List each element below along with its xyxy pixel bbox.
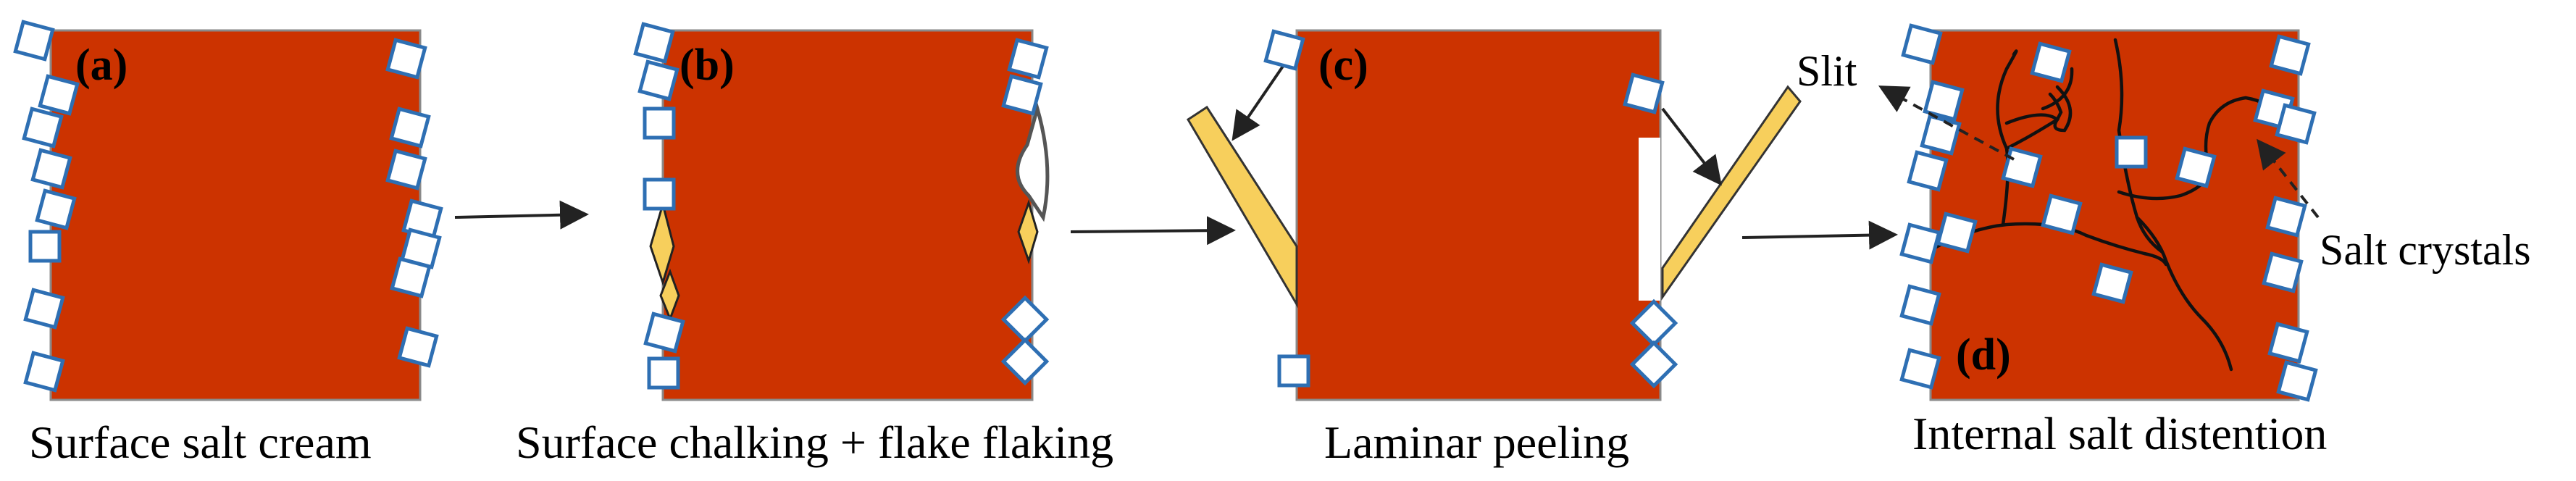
salt-crystal [390,256,432,298]
salt-crystal [2091,262,2133,304]
panel-c: (c) Laminar peeling [1186,29,1802,468]
peeled-lamina-right [1661,85,1802,301]
salt-crystal [1899,284,1941,326]
flake [1017,199,1039,264]
internal-cracks [1928,38,2284,372]
salt-crystal [385,149,427,191]
salt-crystal [1000,295,1050,344]
salt-crystal [643,177,676,211]
salt-crystal [2267,322,2309,364]
salt-crystals [1263,29,1678,389]
panel-label-b: (b) [679,41,735,90]
caption-d: Internal salt distention [1912,408,2327,459]
salt-crystals [13,20,443,393]
peeled-lamina-left [1186,105,1298,309]
panel-b: (b) Surface chalking + flake flaking [516,22,1113,468]
stone-block [49,29,422,401]
salt-crystals [633,22,1050,390]
flake [649,200,675,286]
process-arrow [1741,220,1898,250]
peeling-arrow [1661,107,1722,186]
salt-crystal [28,230,62,263]
caption-c: Laminar peeling [1324,417,1629,468]
salt-crystal [389,106,431,149]
salt-crystal [1923,80,1965,122]
salt-crystal [1907,150,1949,192]
salt-crystal [637,59,679,101]
crack [2041,67,2074,111]
salt-crystal [2041,193,2083,235]
salt-crystal [2269,34,2311,76]
salt-crystal [35,188,77,230]
salt-crystal [1899,222,1941,264]
crack [1996,49,2018,227]
salt-crystal [2175,146,2217,188]
salt-crystal [1007,38,1049,80]
crack [2135,215,2165,254]
salt-crystal [30,148,72,190]
salt-crystal [2030,41,2072,83]
salt-crystal [2115,135,2148,169]
salt-crystal [2275,103,2317,145]
peeling-arrow [1231,64,1285,141]
panel-a: (a) Surface salt cream [13,20,443,468]
process-arrow [454,200,589,230]
salt-crystal [38,74,80,116]
salt-crystal [13,20,55,62]
salt-crystal [2265,196,2307,238]
annotation-slit: Slit [1797,47,1857,95]
salt-crystal [397,326,439,368]
peeled-gap [1639,138,1660,301]
crack [2113,38,2233,372]
salt-crystal [1001,74,1043,116]
crack [1928,222,2168,267]
salt-crystal [1000,337,1050,386]
salt-crystals [1899,23,2318,402]
salt-crystal [385,38,427,80]
stone-block [661,29,1034,401]
salt-crystal [23,288,65,330]
panel-label-a: (a) [75,41,127,90]
flakes [649,101,1050,322]
panel-label-c: (c) [1318,41,1368,90]
salt-crystals-pointer [2257,138,2320,219]
salt-crystal [1263,29,1305,71]
salt-crystal [643,106,676,140]
salt-crystal [1629,298,1678,348]
process-arrow [1070,216,1236,246]
salt-crystal [1629,340,1678,389]
crack [2004,85,2073,133]
salt-crystal [1901,23,1943,65]
salt-crystal [1936,212,1978,254]
salt-crystal [1920,114,1962,156]
salt-crystal [643,311,685,354]
salt-crystal [647,356,680,390]
crack [2004,117,2059,151]
salt-crystal [23,351,65,393]
salt-crystal [1899,348,1941,390]
salt-crystal [633,22,675,64]
crack [2048,92,2063,122]
salt-crystal [2276,360,2318,402]
slit-pointer [1878,85,2015,161]
salt-crystal [1277,354,1310,388]
salt-crystal [22,106,64,149]
stone-block [1295,29,1662,401]
salt-crystal [1623,72,1665,114]
panel-d: Slit Salt crystals (d) Internal salt dis… [1797,23,2531,459]
crack [2117,96,2284,201]
annotation-salt-crystals: Salt crystals [2320,226,2531,274]
caption-a: Surface salt cream [29,417,372,468]
flaking-edge [1016,101,1050,222]
stone-block [1929,29,2300,401]
panel-label-d: (d) [1956,330,2011,380]
caption-b: Surface chalking + flake flaking [516,417,1113,468]
salt-crystal [2001,146,2043,188]
salt-crystal [2262,251,2304,293]
